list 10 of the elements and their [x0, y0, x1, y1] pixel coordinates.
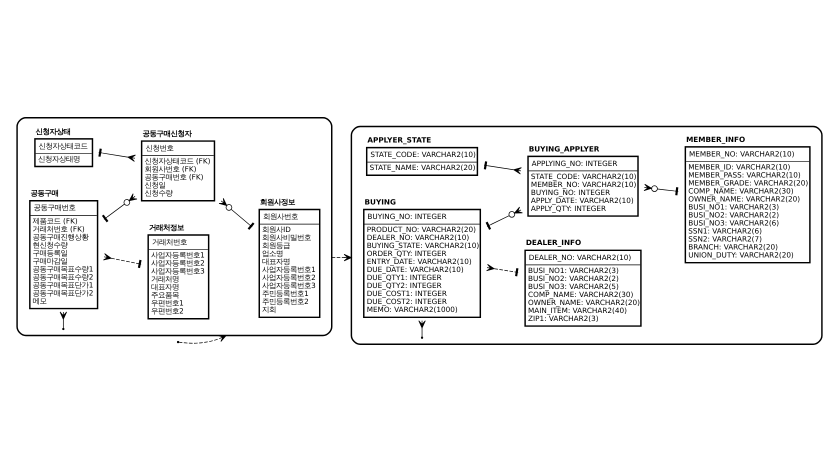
- node-label: 신청자상태: [36, 126, 71, 136]
- node-label: 거래처정보: [148, 222, 184, 232]
- node-label: 공동구매: [30, 188, 59, 198]
- node-label: APPLYER_STATE: [367, 135, 432, 144]
- node-label: BUYING_APPLYER: [528, 144, 600, 153]
- node-label: 공동구매신청자: [142, 128, 192, 138]
- node-label: MEMBER_INFO: [686, 134, 746, 144]
- node-label: BUYING: [364, 196, 396, 206]
- node-label: 회원사정보: [260, 196, 295, 206]
- node-label: DEALER_INFO: [526, 238, 582, 247]
